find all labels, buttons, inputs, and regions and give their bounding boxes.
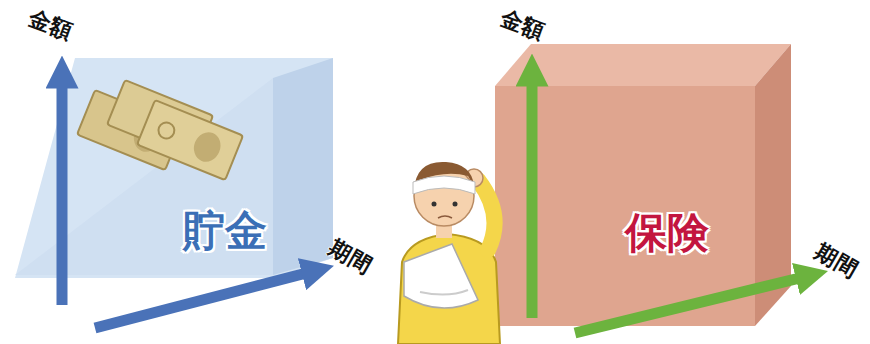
shape-outline (495, 44, 791, 326)
eye (453, 202, 458, 207)
shape-face (495, 44, 791, 86)
node-label: 貯金 (183, 210, 267, 252)
shape-face (15, 78, 273, 275)
shape-face (495, 86, 755, 326)
axis-label: 期間 (811, 240, 860, 281)
shirt (398, 234, 500, 344)
shape-face (273, 58, 333, 275)
axis-label: 金額 (26, 7, 75, 43)
head-bandage (413, 176, 475, 194)
raised-arm (478, 180, 495, 250)
shape-face (755, 44, 791, 326)
node-label: 保険 (625, 212, 709, 254)
hand (465, 169, 483, 187)
hair (414, 162, 474, 190)
neck (436, 222, 452, 238)
mouth (438, 216, 452, 218)
axis-label: 期間 (325, 236, 374, 277)
arm-sling (404, 244, 478, 308)
sling-fold (420, 290, 468, 295)
shape-node: 保険 (495, 44, 791, 326)
axis-arrow (95, 270, 318, 328)
axis-label: 金額 (498, 7, 547, 43)
shape-face (15, 58, 333, 278)
head (414, 166, 474, 226)
shape-outline (15, 58, 333, 278)
injured-person (398, 162, 500, 344)
shape-node: 貯金 (15, 58, 333, 278)
eye (432, 202, 437, 207)
